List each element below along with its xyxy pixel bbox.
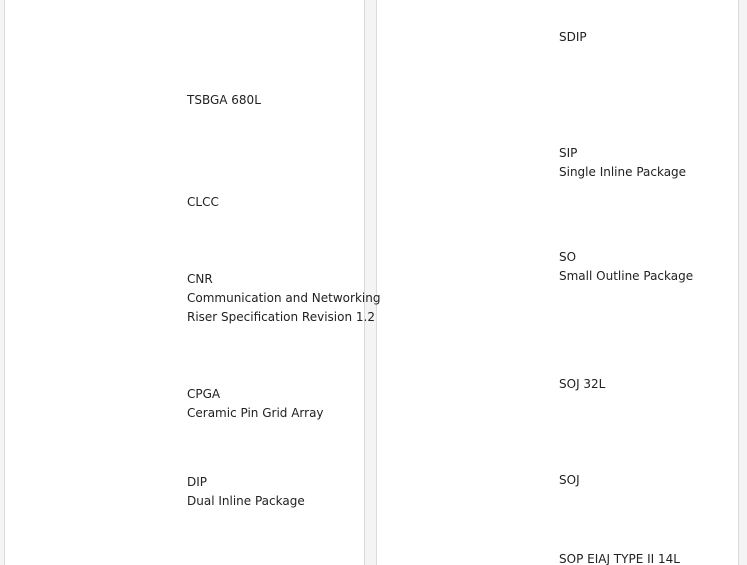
sdip-label: SDIP [559,30,587,44]
dip-label: DIP [187,475,208,489]
soj-label: SOJ [559,473,580,487]
so-description: Small Outline Package [559,269,694,283]
cnr-description-line2: Riser Specification Revision 1.2 [187,310,375,324]
sip-label: SIP [559,146,578,160]
cpga-description: Ceramic Pin Grid Array [187,406,324,420]
soj32-label: SOJ 32L [559,377,606,391]
clcc-label: CLCC [187,195,219,209]
tsbga-label: TSBGA 680L [187,93,261,107]
dip-description: Dual Inline Package [187,494,305,508]
so-label: SO [559,250,577,264]
sip-description: Single Inline Package [559,165,687,179]
cnr-label: CNR [187,272,213,286]
sop-label: SOP EIAJ TYPE II 14L [559,552,680,565]
cpga-label: CPGA [187,387,221,401]
cnr-description: Communication and Networking [187,291,381,305]
